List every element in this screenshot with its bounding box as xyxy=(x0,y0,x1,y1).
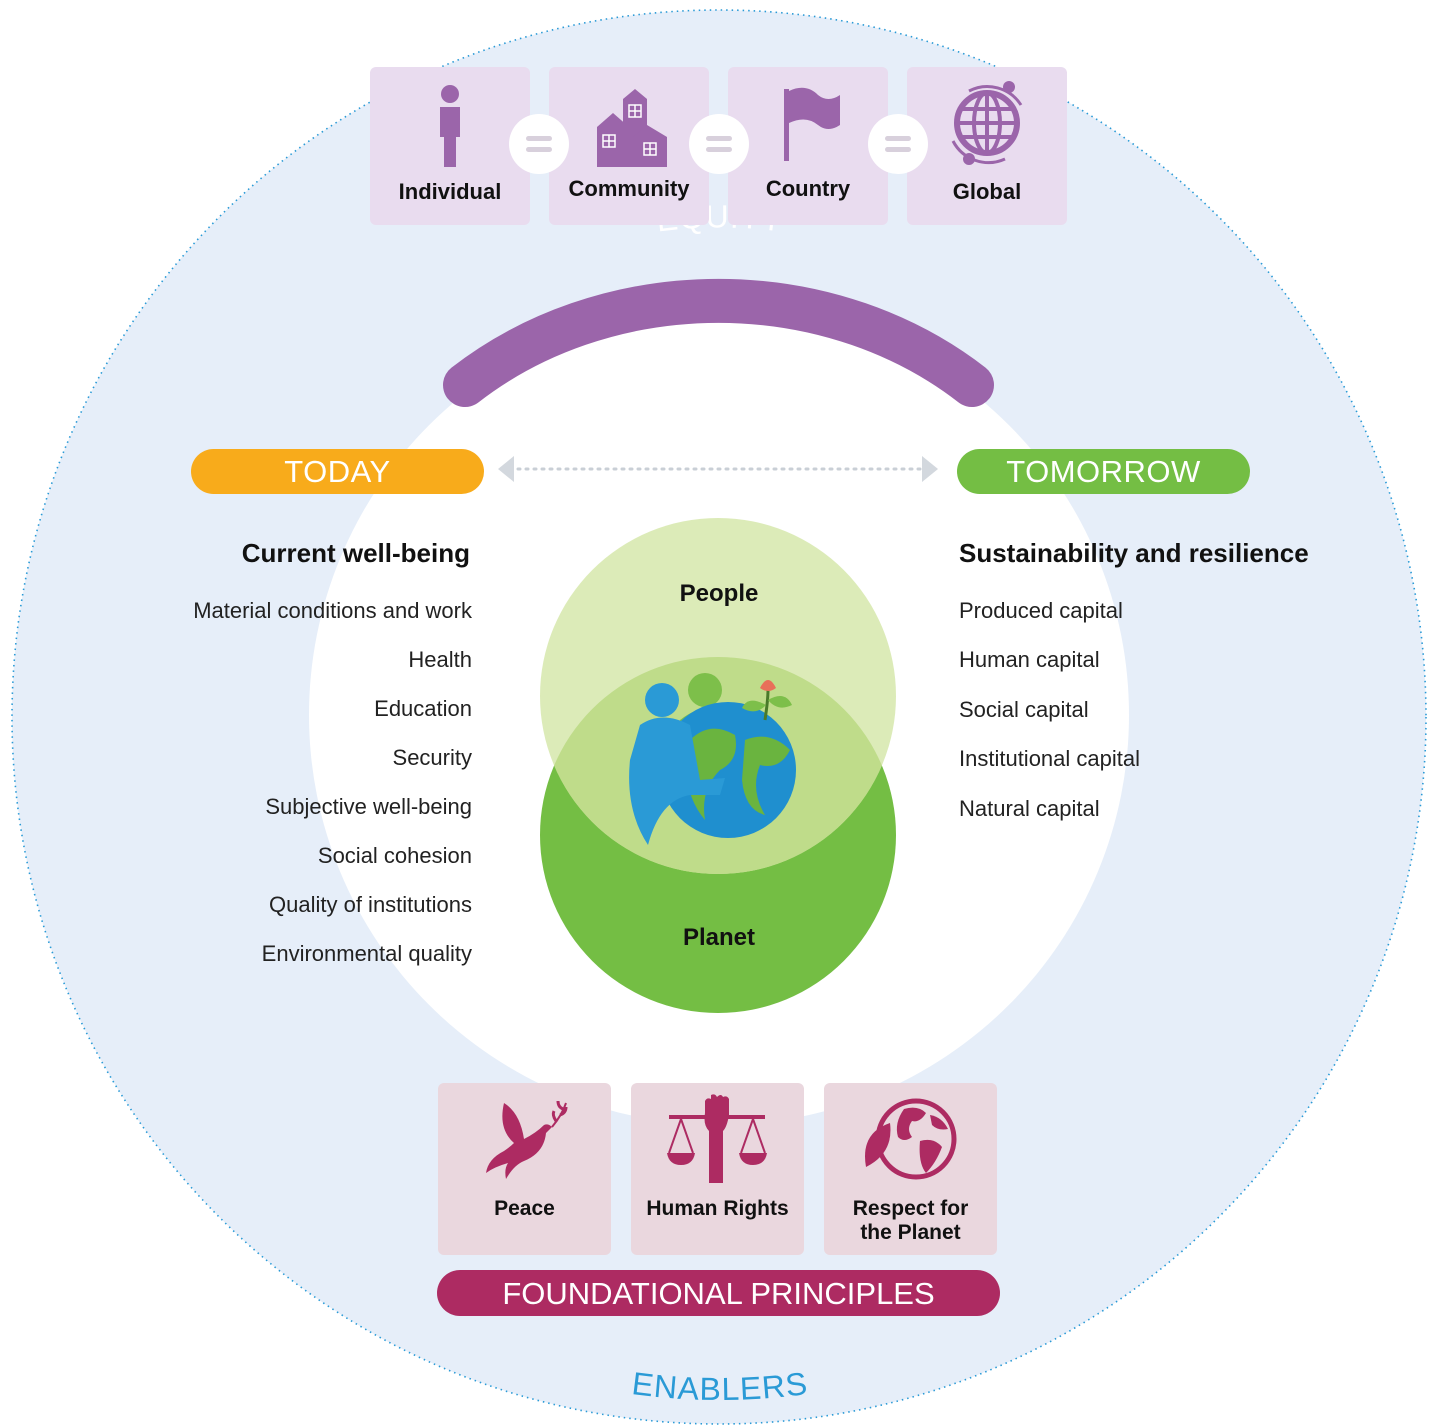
list-item: Social cohesion xyxy=(317,843,472,868)
scale-label-individual: Individual xyxy=(398,179,502,204)
list-item: Environmental quality xyxy=(261,941,472,966)
equals-icon xyxy=(509,114,569,174)
principle-label-peace: Peace xyxy=(494,1197,555,1220)
list-item: Social capital xyxy=(959,697,1089,722)
list-item: Institutional capital xyxy=(959,746,1140,771)
scale-card-global: Global xyxy=(907,67,1067,225)
scale-label-community: Community xyxy=(568,176,690,201)
list-item: Natural capital xyxy=(959,796,1100,821)
people-label: People xyxy=(679,580,759,607)
principle-label-respect-line1: Respect for xyxy=(852,1197,969,1220)
list-item: Quality of institutions xyxy=(269,892,472,917)
buildings-icon xyxy=(597,89,667,167)
peace-dove-icon xyxy=(486,1100,568,1179)
globe-network-icon xyxy=(951,81,1023,165)
equals-icon xyxy=(689,114,749,174)
planet-label: Planet xyxy=(682,924,756,951)
equity-arc xyxy=(443,278,994,407)
list-item: Material conditions and work xyxy=(193,598,472,623)
flag-icon xyxy=(784,87,840,161)
scale-label-global: Global xyxy=(952,179,1022,204)
current-wellbeing-heading: Current well-being xyxy=(241,538,470,568)
scale-card-country: Country xyxy=(728,67,888,225)
person-icon xyxy=(440,85,460,167)
list-item: Health xyxy=(408,647,472,672)
list-item: Security xyxy=(392,745,472,770)
scale-label-country: Country xyxy=(765,176,851,201)
principle-card-human-rights: Human Rights xyxy=(631,1083,804,1255)
sustainability-heading: Sustainability and resilience xyxy=(959,538,1309,568)
principle-card-peace: Peace xyxy=(438,1083,611,1255)
people-hugging-globe-icon xyxy=(629,673,796,845)
enablers-label: ENABLERS xyxy=(630,1365,810,1407)
scale-card-individual: Individual xyxy=(370,67,530,225)
foundational-principles-banner: FOUNDATIONAL PRINCIPLES xyxy=(437,1270,1000,1316)
planet-leaf-icon xyxy=(865,1098,957,1180)
today-pill: TODAY xyxy=(191,449,484,494)
principle-label-human-rights: Human Rights xyxy=(646,1197,789,1220)
list-item: Subjective well-being xyxy=(265,794,472,819)
tomorrow-pill: TOMORROW xyxy=(957,449,1250,494)
list-item: Produced capital xyxy=(959,598,1123,623)
list-item: Education xyxy=(374,696,472,721)
equals-icon xyxy=(868,114,928,174)
today-tomorrow-arrow xyxy=(498,456,938,482)
principle-label-respect-line2: the Planet xyxy=(860,1221,961,1244)
principle-card-respect-planet: Respect for the Planet xyxy=(824,1083,997,1255)
scale-card-community: Community xyxy=(549,67,709,225)
list-item: Human capital xyxy=(959,647,1100,672)
human-rights-scales-icon xyxy=(667,1094,767,1183)
